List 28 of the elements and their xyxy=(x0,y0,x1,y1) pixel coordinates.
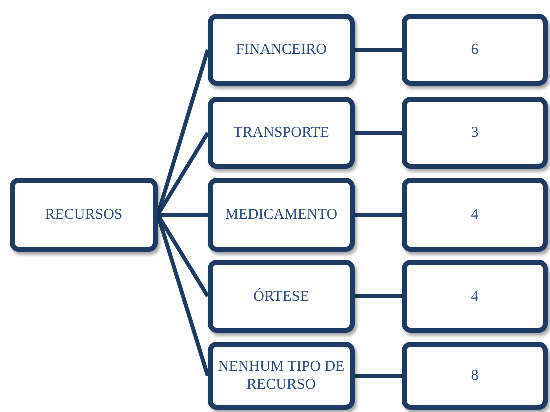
node-label: ÓRTESE xyxy=(254,288,310,306)
connector-line xyxy=(355,213,402,217)
root-box xyxy=(10,178,158,252)
category-box xyxy=(208,260,355,333)
node-label: RECURSOS xyxy=(45,206,123,224)
category-box xyxy=(208,178,355,252)
count-box xyxy=(402,14,548,86)
count-value: 4 xyxy=(471,206,479,224)
node-label: NENHUM TIPO DE RECURSO xyxy=(217,358,346,394)
connector-line xyxy=(158,213,208,217)
connector-line xyxy=(355,131,402,135)
category-box xyxy=(208,14,355,86)
connector-line xyxy=(355,294,402,298)
node-label: FINANCEIRO xyxy=(236,41,327,59)
count-value: 6 xyxy=(471,41,479,59)
count-value: 8 xyxy=(471,367,479,385)
category-box xyxy=(208,342,355,410)
count-box xyxy=(402,97,548,169)
connector-line xyxy=(355,48,402,52)
count-box xyxy=(402,178,548,252)
count-box xyxy=(402,342,548,410)
category-box xyxy=(208,97,355,169)
count-box xyxy=(402,260,548,333)
count-value: 3 xyxy=(471,124,479,142)
node-label: TRANSPORTE xyxy=(234,124,330,142)
count-value: 4 xyxy=(471,288,479,306)
node-label: MEDICAMENTO xyxy=(225,206,338,224)
connector-line xyxy=(355,374,402,378)
